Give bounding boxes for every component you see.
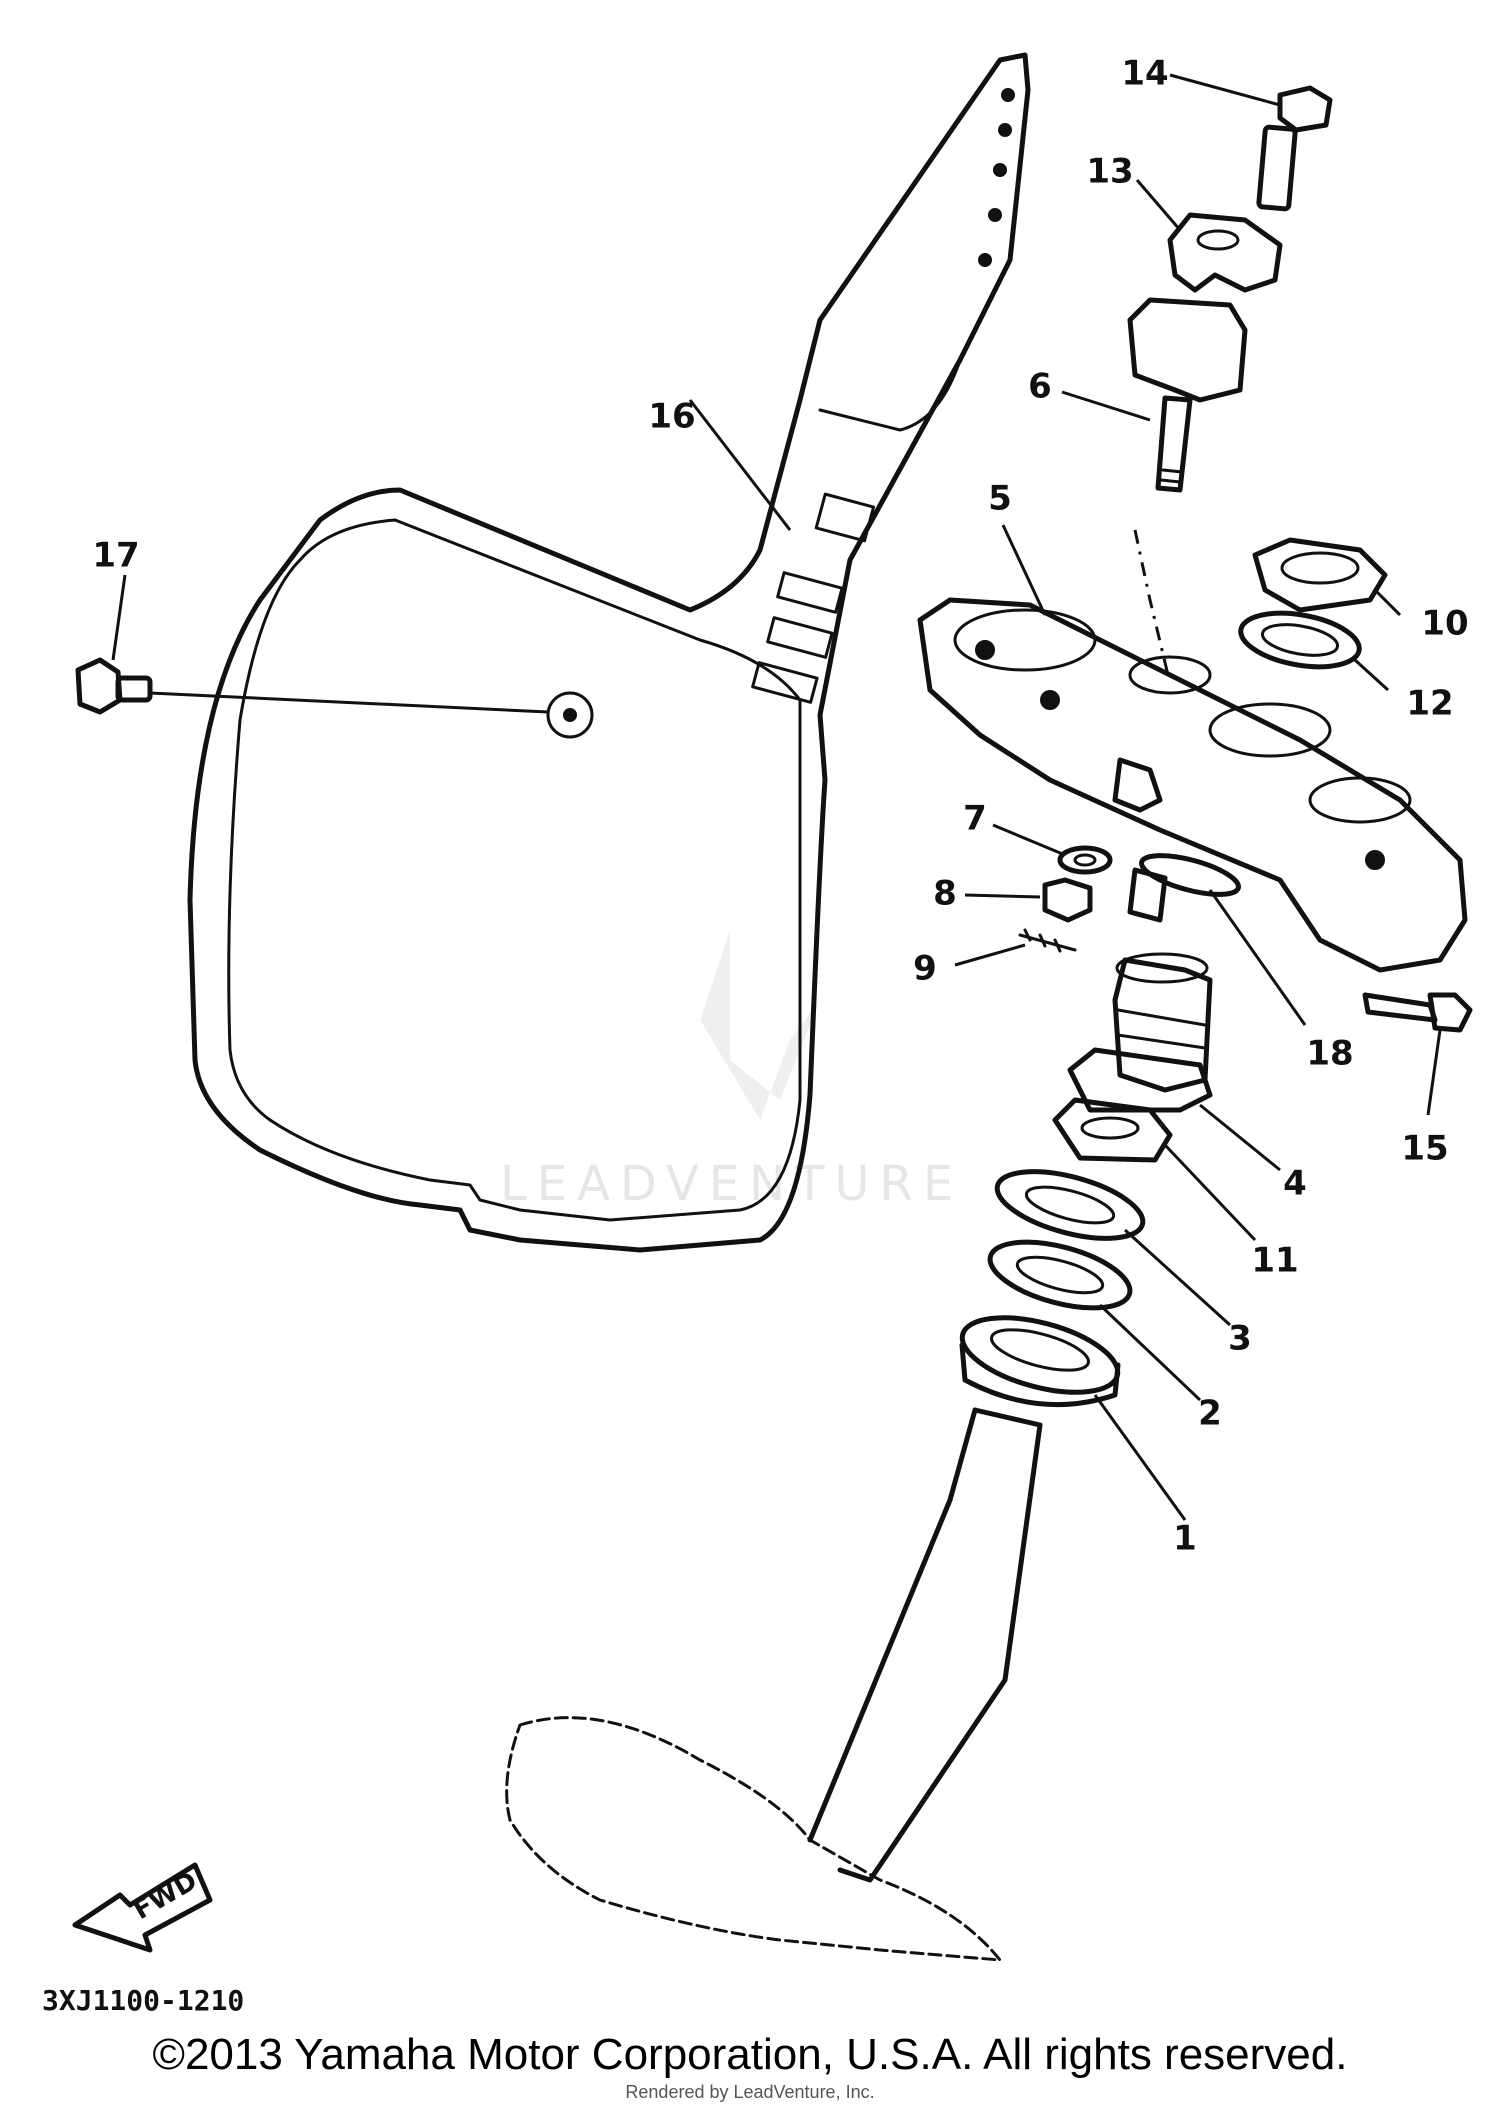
forward-label: FWD <box>129 1866 203 1926</box>
callout-12: 12 <box>1406 684 1453 724</box>
rendered-by-notice: Rendered by LeadVenture, Inc. <box>625 2082 875 2102</box>
leader-lines <box>111 73 1442 1521</box>
pin-9 <box>1018 928 1077 953</box>
callout-1: 1 <box>1173 1519 1197 1559</box>
lock-nut-11 <box>1052 1097 1173 1163</box>
number-plate <box>187 52 1031 1253</box>
washer-7 <box>1057 845 1113 875</box>
callout-15: 15 <box>1401 1129 1448 1169</box>
steering-stem <box>505 1407 1043 1962</box>
callout-11: 11 <box>1251 1241 1298 1281</box>
bolt-15 <box>1362 992 1473 1033</box>
bolt-14 <box>1256 85 1333 212</box>
holder-6 <box>1127 297 1248 676</box>
callout-8: 8 <box>933 874 957 914</box>
callout-10: 10 <box>1421 604 1468 644</box>
nut-10 <box>1252 537 1388 613</box>
callout-16: 16 <box>648 397 695 437</box>
callout-17: 17 <box>92 536 139 576</box>
bearing-1 <box>959 1315 1121 1408</box>
callouts: 1 2 3 4 5 6 7 8 9 10 11 12 13 14 15 16 1… <box>92 54 1468 1559</box>
callout-4: 4 <box>1283 1164 1307 1204</box>
guide-18 <box>1112 757 1241 923</box>
callout-6: 6 <box>1028 367 1052 407</box>
copyright-notice: ©2013 Yamaha Motor Corporation, U.S.A. A… <box>152 2030 1348 2079</box>
diagram-code: 3XJ1100-1210 <box>42 1984 244 2017</box>
bearing-2 <box>987 1239 1133 1311</box>
washer-12 <box>1238 610 1362 670</box>
callout-14: 14 <box>1121 54 1168 94</box>
watermark: LEADVENTURE <box>500 930 963 1212</box>
callout-18: 18 <box>1306 1034 1353 1074</box>
bolt-17 <box>75 657 594 739</box>
ring-nut-4 <box>1067 952 1213 1113</box>
callout-5: 5 <box>988 479 1012 519</box>
nut-8 <box>1042 877 1093 923</box>
seal-3 <box>994 1169 1146 1241</box>
callout-2: 2 <box>1198 1394 1222 1434</box>
forward-arrow: FWD <box>72 1862 213 1953</box>
callout-3: 3 <box>1228 1319 1252 1359</box>
clamp-13 <box>1167 212 1283 293</box>
upper-bracket-5 <box>917 597 1468 973</box>
watermark-text: LEADVENTURE <box>500 1156 963 1212</box>
callout-7: 7 <box>963 799 987 839</box>
callout-9: 9 <box>913 949 937 989</box>
callout-13: 13 <box>1086 152 1133 192</box>
